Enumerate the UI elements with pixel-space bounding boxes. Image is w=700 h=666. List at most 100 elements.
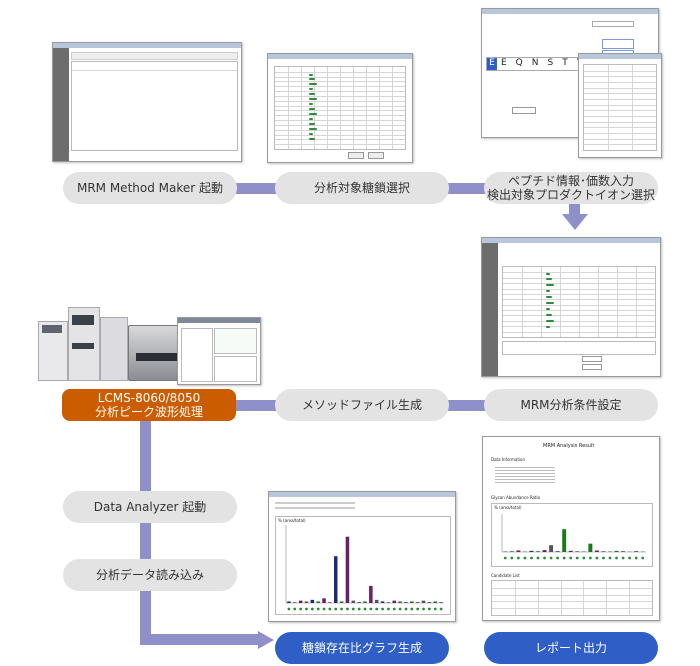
chart-bar [568,550,573,552]
chart-bar [380,601,385,603]
chart-bar [439,602,443,603]
glycan-symbol [346,607,349,611]
chart-bar [293,602,297,603]
glycan-structure-icon [545,302,554,304]
glycan-symbol [422,607,425,611]
screenshot-glycan-graph: % (area/total) [268,491,456,622]
grid-row [584,144,656,146]
step-lcms: LCMS-8060/8050 分析ピーク波形処理 [62,389,236,421]
chart-bar [374,599,379,603]
glycan-symbol [334,607,338,611]
step-label-line1: LCMS-8060/8050 [97,391,201,405]
glycan-symbol [293,607,297,611]
glycan-symbol [543,556,546,560]
chart-bar [310,599,315,603]
report-section-data-info: Data Information [491,457,525,462]
glycan-structure-icon [545,272,550,275]
step-glycan-graph: 糖鎖存在比グラフ生成 [275,632,449,664]
chart-bar [351,600,356,603]
glycan-symbol [516,556,520,560]
grid-col [301,67,302,149]
chart-bar [392,600,397,603]
glycan-structure-icon [308,132,313,135]
glycan-symbol [375,607,379,611]
graph-axis-label: % (area/total) [278,518,306,523]
grid-row [492,601,652,603]
glycan-symbol [549,556,553,560]
report-section-candidates: Candidate List [491,573,520,578]
glycan-symbol [310,607,314,611]
chart-bar [542,550,547,552]
chart-bar [536,551,540,552]
grid-col [537,581,539,615]
chart-bar [433,601,437,603]
glycan-symbol [641,556,645,560]
glycan-symbol [628,556,632,560]
chart-bar [588,543,593,552]
grid-row [584,110,656,112]
chart-bar [634,551,639,552]
glycan-structure-icon [545,278,552,281]
chart-bar [614,550,619,552]
chart-axis [285,525,444,604]
glycan-symbol [608,556,612,560]
report-chart [501,514,646,560]
report-section-abundance: Glycan Abundance Ratio [491,495,541,500]
grid-col [392,67,393,149]
glycan-symbol [582,556,586,560]
grid-col [560,267,561,337]
glycan-structure-icon [545,319,554,322]
chart-bar [404,602,408,603]
chart-bar [575,551,580,552]
chart-bar [287,601,291,603]
glycan-symbol [503,556,507,560]
grid-row [584,127,656,129]
chart-bar [322,598,326,603]
grid-col [617,267,618,337]
glycan-symbol [299,607,303,611]
glycan-symbol [357,607,361,611]
grid-row [584,93,656,95]
grid-col [288,67,289,149]
glycan-symbol [523,556,527,560]
grid-row [492,594,652,596]
chart-bar [304,601,309,603]
glycan-symbol [615,556,618,560]
glycan-symbol [569,556,573,560]
chart-axis [501,514,646,553]
glycan-symbol [387,607,390,611]
glycan-symbol [322,607,326,611]
step-select-glycan: 分析対象糖鎖選択 [275,172,449,204]
grid-col [579,267,580,337]
step-report-output: レポート出力 [484,632,658,664]
glycan-graph-chart [285,525,444,611]
grid-row [584,138,656,140]
glycan-symbol [510,556,514,560]
chart-bar [601,551,606,552]
glycan-symbol [328,607,332,611]
glycan-structure-icon [308,78,315,81]
connector-vertical [140,420,151,637]
glycan-symbol [392,607,396,611]
chart-bar [369,585,373,603]
glycan-symbol [363,607,367,611]
connector-s3-down [569,203,580,215]
step-peptide-input: ペプチド情報･価数入力 検出対象プロダクトイオン選択 [484,172,658,204]
glycan-symbol [305,607,308,611]
step-label: メソッドファイル生成 [301,398,422,412]
screenshot-product-ion [578,53,662,158]
glycan-structure-icon [308,122,315,125]
glycan-symbol [340,607,343,611]
grid-row [584,76,656,78]
step-label-line2: 検出対象プロダクトイオン選択 [486,188,655,202]
software-screenshot-icon [177,317,261,385]
connector-s2-s3 [445,183,490,194]
chart-bar [621,551,626,552]
grid-col [541,267,542,337]
glycan-structure-icon [545,290,550,293]
glycan-structure-icon [308,127,317,130]
step-label: Data Analyzer 起動 [93,500,207,514]
chart-bar [549,545,554,552]
step-label-line1: ペプチド情報･価数入力 [507,174,634,188]
